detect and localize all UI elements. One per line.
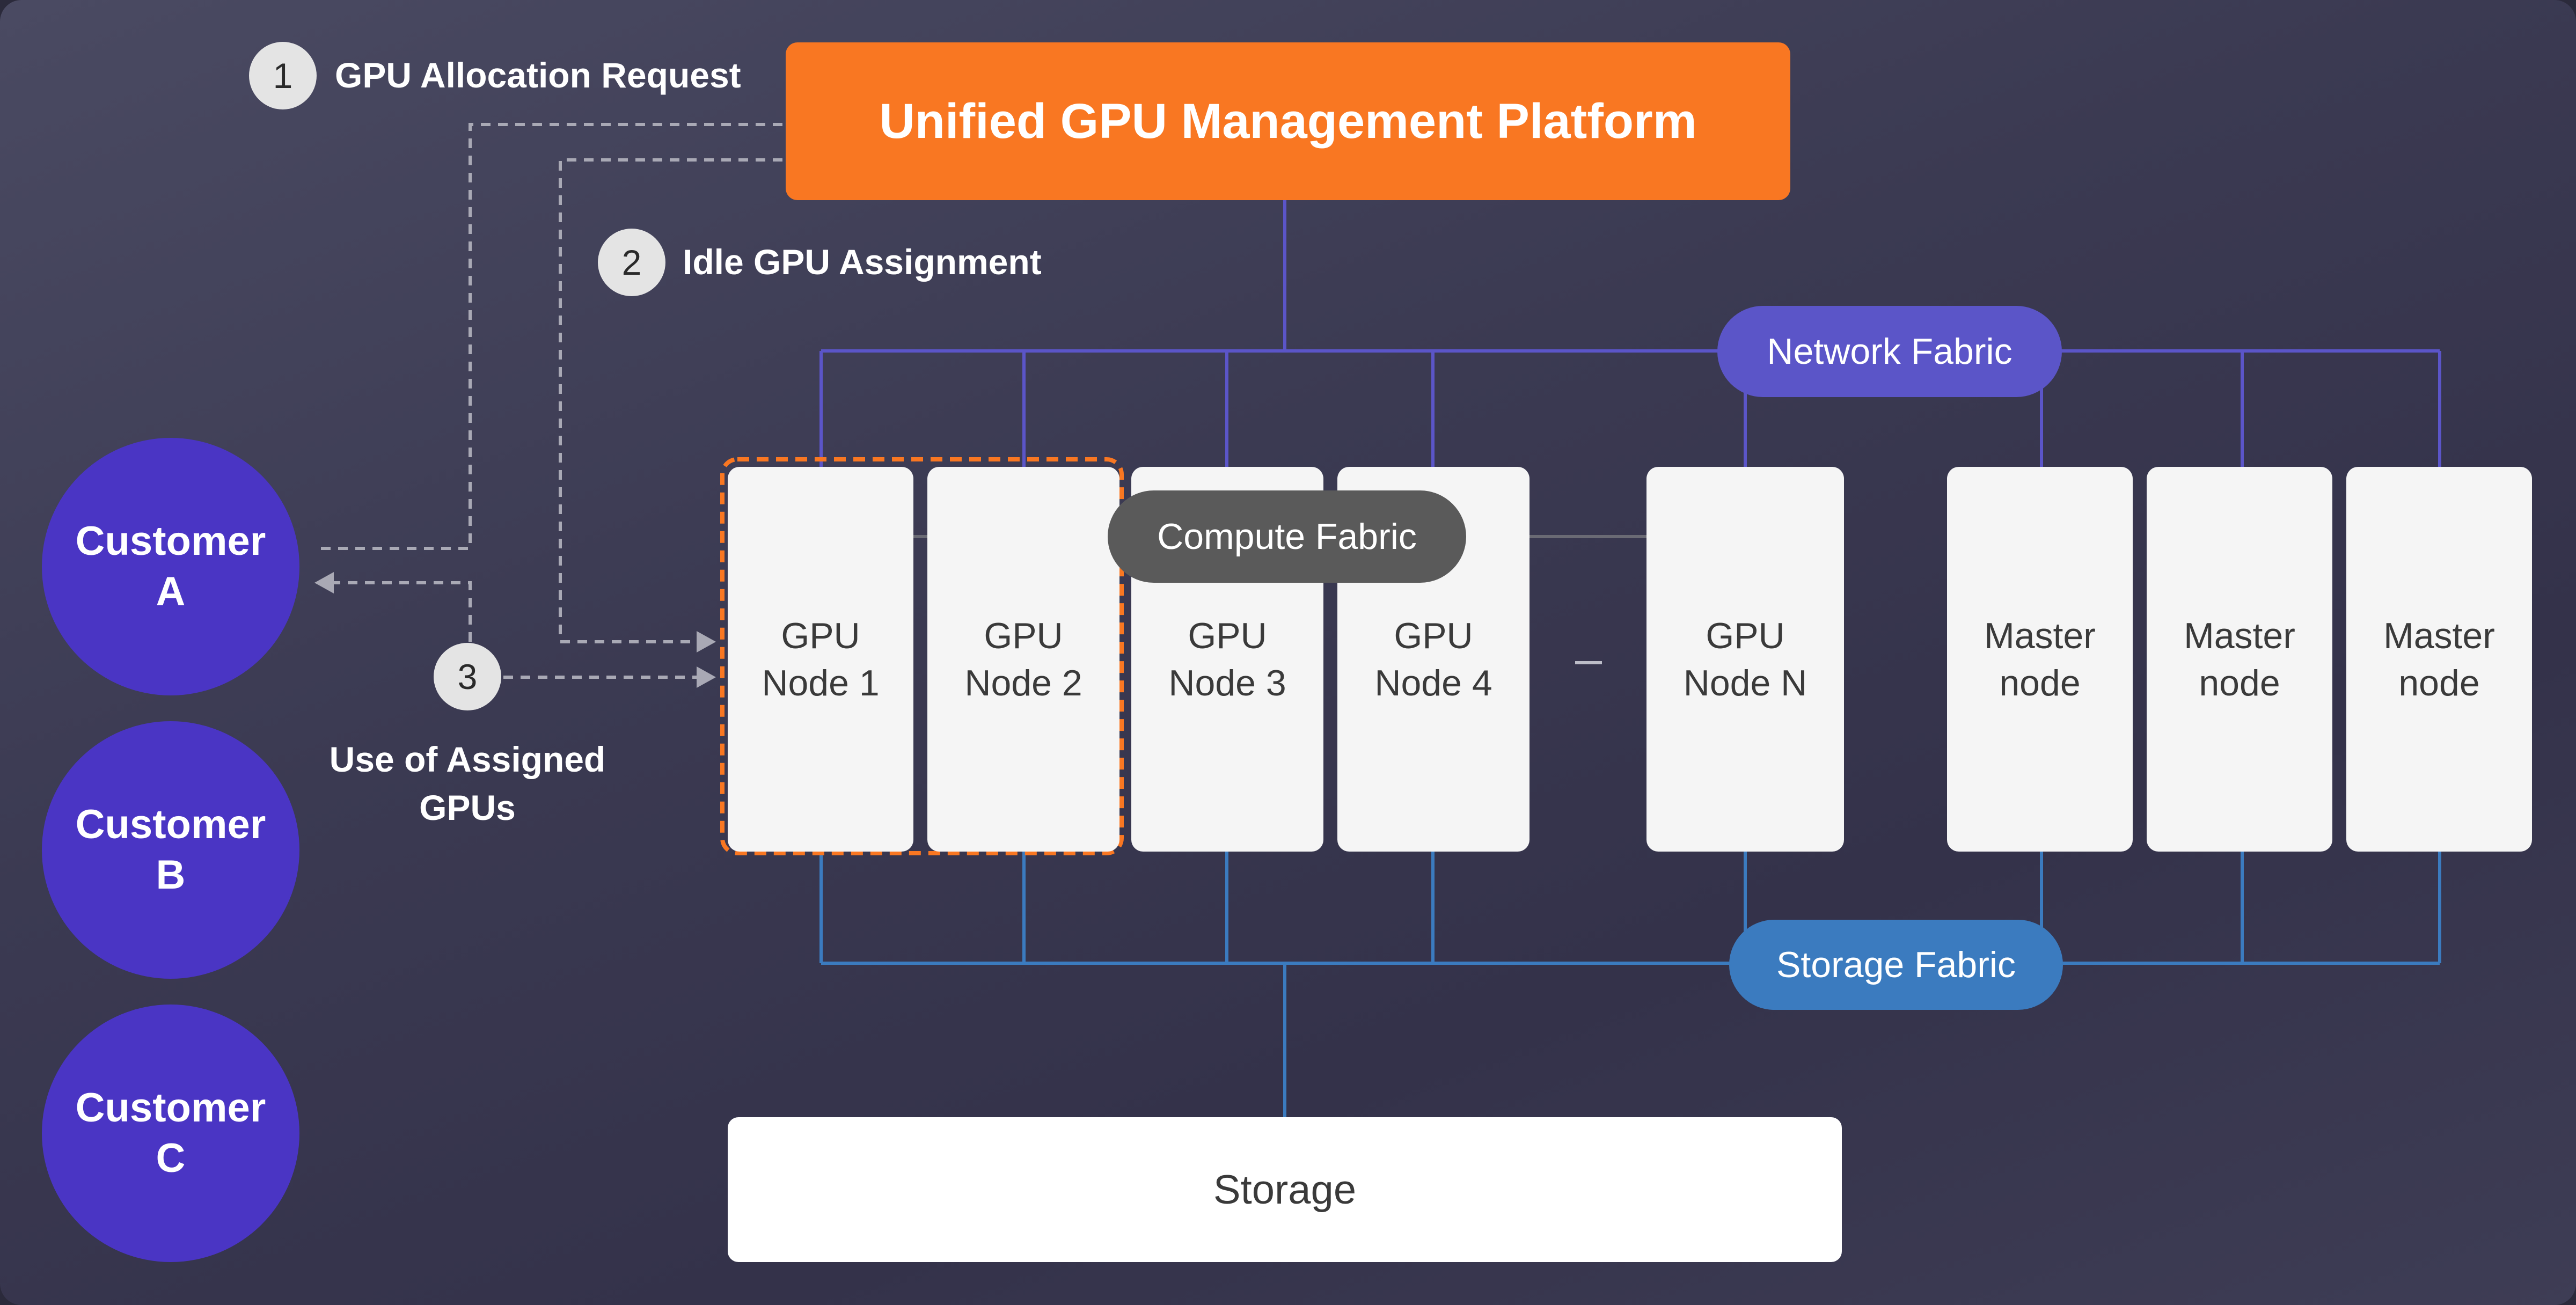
gpu-node-1-line2: Node 1 [762,662,880,703]
customer-b-line1: Customer [75,802,266,847]
step-2-number: 2 [621,243,642,282]
storage-fabric-lines [819,852,2441,1117]
platform-title: Unified GPU Management Platform [879,93,1697,149]
network-fabric-label: Network Fabric [1717,306,2062,397]
compute-fabric-label: Compute Fabric [1108,490,1466,583]
step-3-label-line1: Use of Assigned [329,739,606,779]
master-node-1-line1: Master [1984,615,2096,656]
gpu-management-platform: Unified GPU Management Platform [786,42,1790,200]
master-node-3: Master node [2346,467,2532,852]
flow-dashed-paths [317,123,782,679]
step-1-label: GPU Allocation Request [335,55,741,95]
master-node-3-line2: node [2398,662,2480,703]
customer-a-line1: Customer [75,518,266,564]
step-1-number: 1 [273,56,293,96]
customer-b-line2: B [156,852,186,898]
assigned-gpus-outline [720,457,1124,855]
step-1-badge: 1 [249,42,317,109]
step-3-number: 3 [457,657,478,697]
network-fabric-text: Network Fabric [1767,331,2012,372]
gpu-node-4-line1: GPU [1394,615,1473,656]
storage-label: Storage [1213,1167,1357,1213]
gpu-node-3-line1: GPU [1188,615,1267,656]
step-3-badge: 3 [434,643,501,710]
gpu-node-2-line2: Node 2 [964,662,1082,703]
master-node-2-line1: Master [2184,615,2295,656]
customer-a-line2: A [156,569,186,614]
master-node-1-line2: node [1999,662,2081,703]
customer-c: Customer C [42,1005,299,1262]
gpu-node-2-line1: GPU [984,615,1063,656]
compute-fabric-text: Compute Fabric [1157,516,1417,557]
master-node-3-line1: Master [2383,615,2495,656]
gpu-node-1-line1: GPU [781,615,860,656]
network-fabric-lines [819,200,2441,467]
flow-arrowheads [314,572,716,688]
gpu-node-4-line2: Node 4 [1374,662,1492,703]
gpu-node-1: GPU Node 1 [728,467,913,852]
step-2-badge: 2 [598,229,665,296]
customer-a: Customer A [42,438,299,695]
node-ellipsis: – [1575,632,1602,686]
step-3-label: Use of Assigned GPUs [322,735,613,832]
storage-fabric-label: Storage Fabric [1729,920,2063,1010]
master-node-1: Master node [1947,467,2133,852]
master-node-2: Master node [2147,467,2332,852]
gpu-node-n-line2: Node N [1683,662,1807,703]
customer-b: Customer B [42,721,299,979]
gpu-node-2: GPU Node 2 [927,467,1119,852]
customer-c-line2: C [156,1135,186,1181]
storage-fabric-text: Storage Fabric [1776,944,2016,985]
gpu-node-n: GPU Node N [1646,467,1844,852]
customer-c-line1: Customer [75,1085,266,1131]
storage-box: Storage [728,1117,1842,1262]
step-3-label-line2: GPUs [419,788,516,827]
gpu-node-3-line2: Node 3 [1168,662,1286,703]
step-2-label: Idle GPU Assignment [683,242,1042,282]
gpu-node-n-line1: GPU [1706,615,1785,656]
master-node-2-line2: node [2199,662,2280,703]
